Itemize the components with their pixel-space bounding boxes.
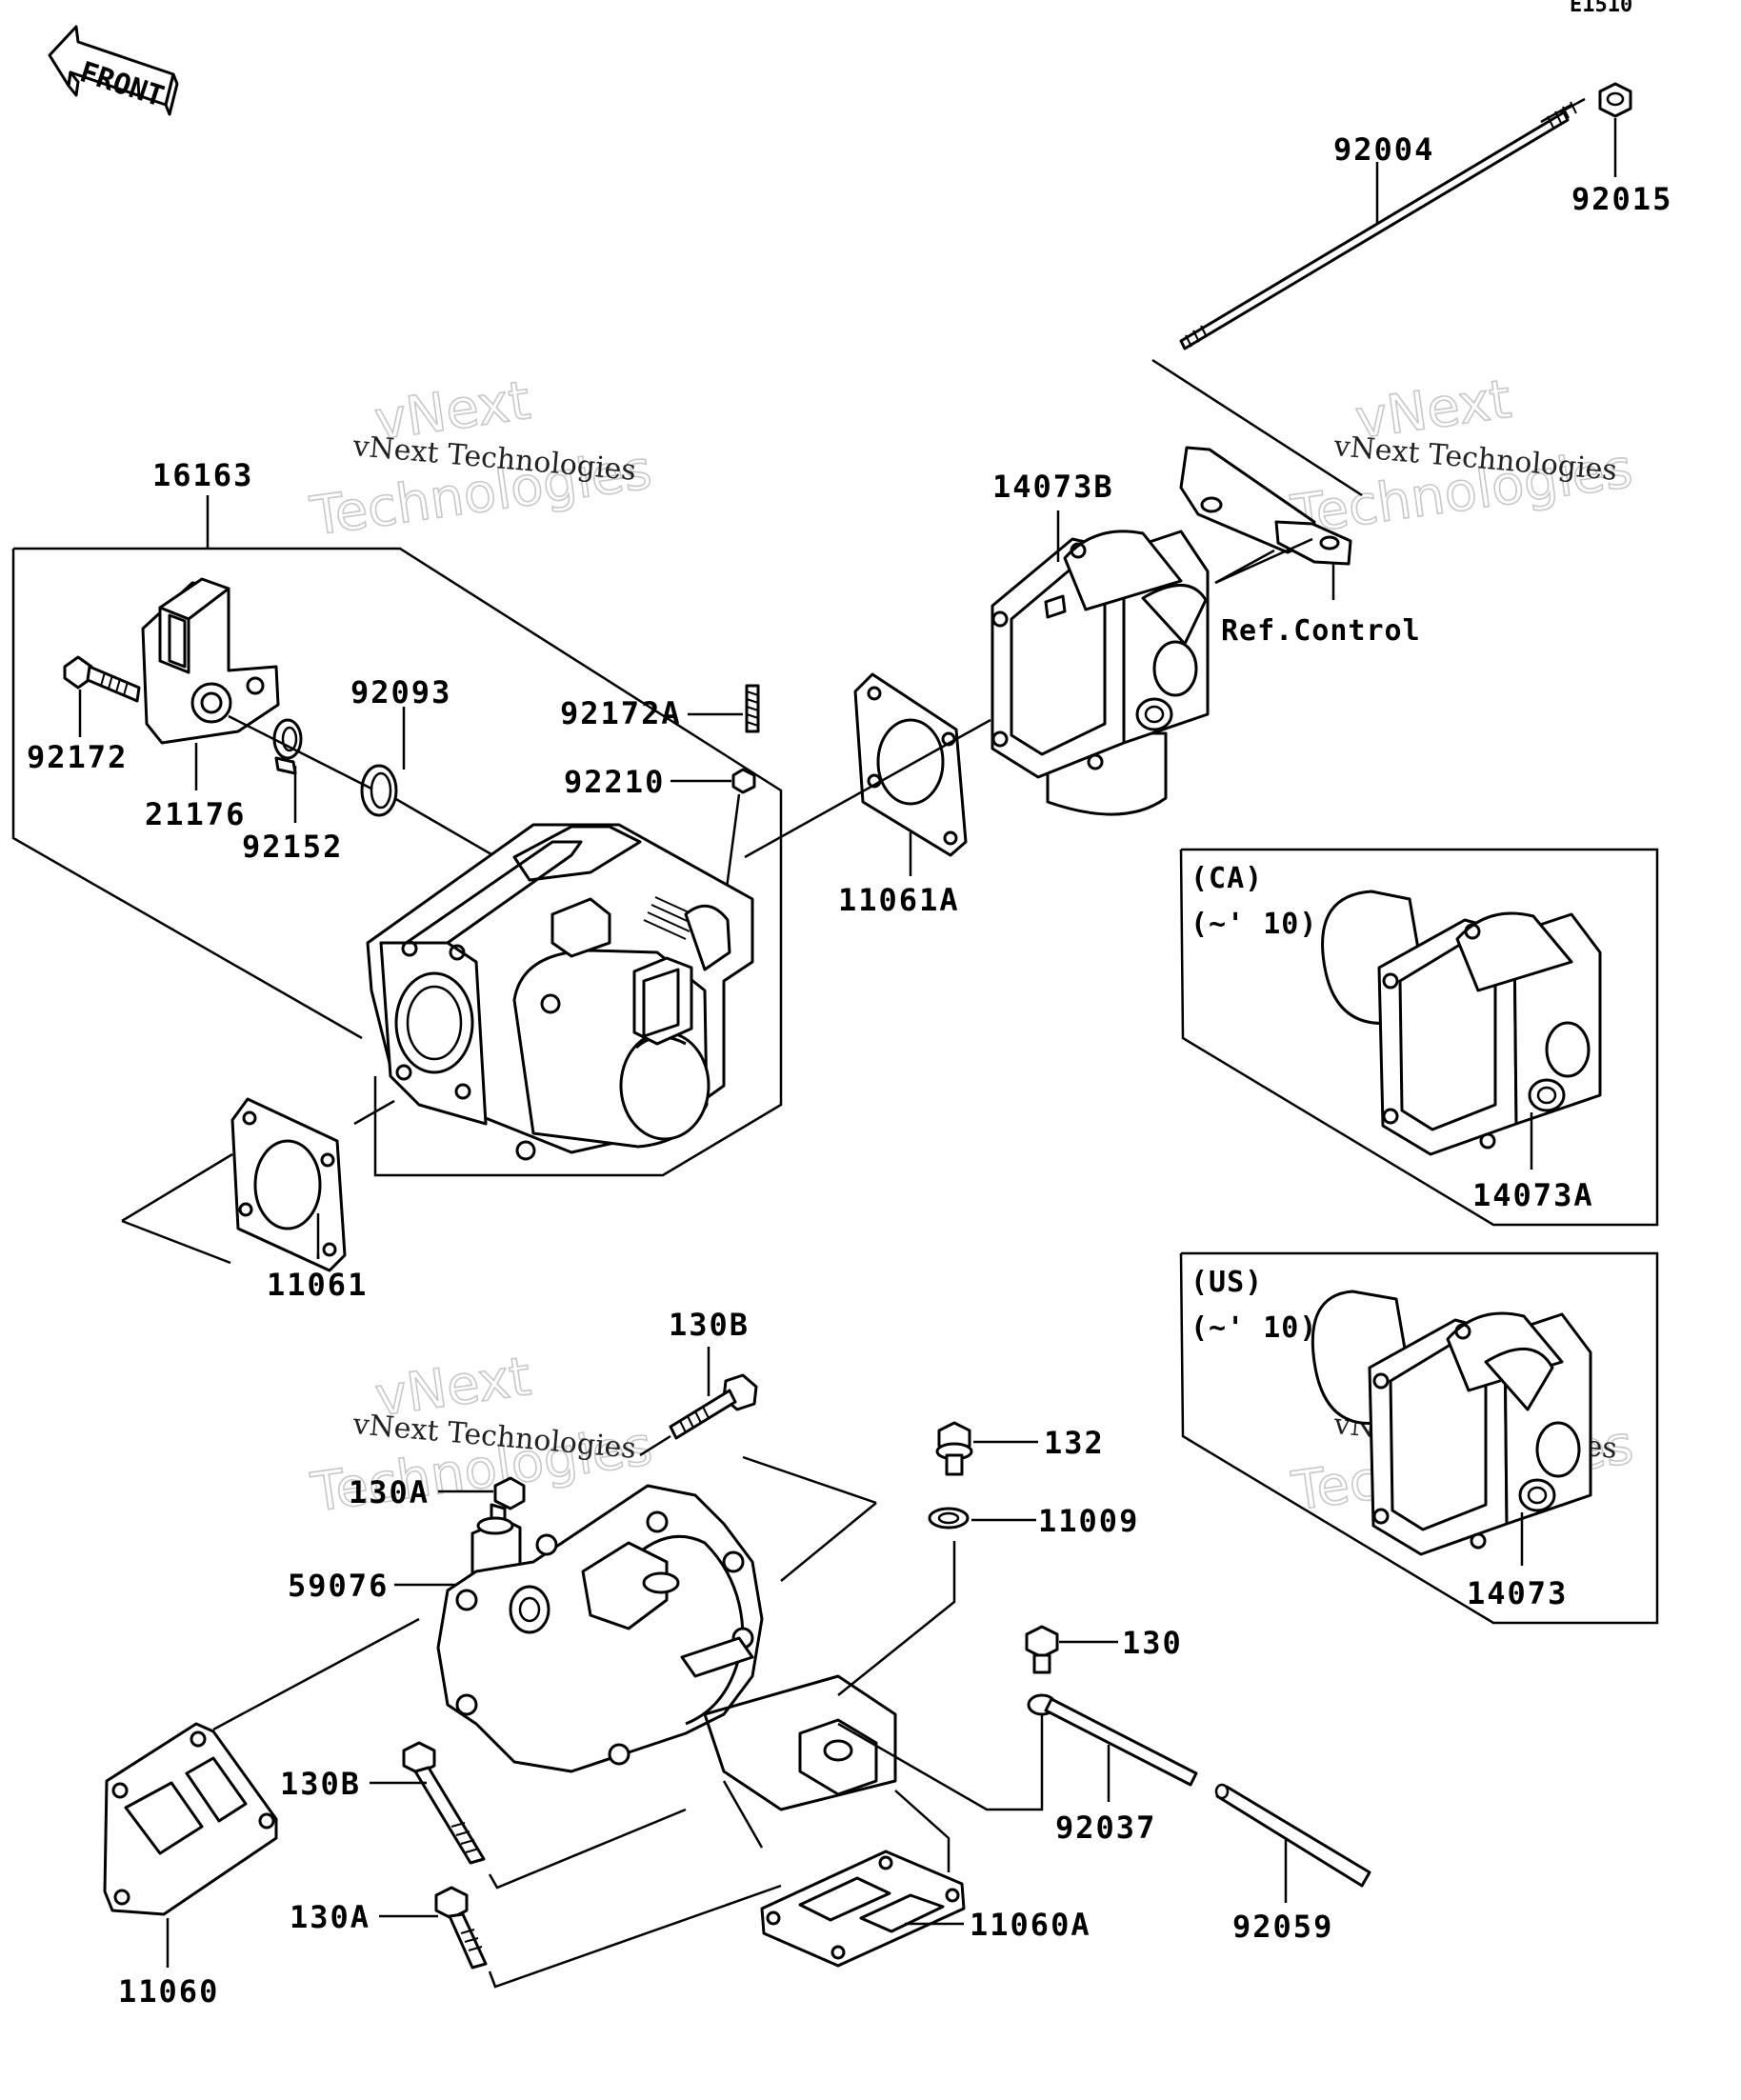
part-11060-gasket bbox=[103, 1722, 278, 1916]
inset-us-box bbox=[1179, 1251, 1659, 1625]
part-92037-strap bbox=[1027, 1693, 1198, 1787]
callout-92152: 92152 bbox=[242, 829, 343, 865]
callout-130: 130 bbox=[1122, 1625, 1183, 1661]
callout-130A-top: 130A bbox=[349, 1474, 430, 1510]
part-14073B-housing bbox=[991, 530, 1210, 816]
part-130B-bolt-top bbox=[669, 1373, 758, 1440]
part-132-bolt bbox=[935, 1421, 973, 1476]
part-14073-housing bbox=[1311, 1290, 1592, 1556]
callout-92210: 92210 bbox=[564, 764, 665, 800]
leader-screw-axis bbox=[724, 793, 741, 896]
callout-130B-top: 130B bbox=[669, 1307, 750, 1343]
leader-housing-bracket bbox=[1214, 549, 1275, 585]
callout-11061A: 11061A bbox=[838, 882, 960, 918]
part-11009-washer bbox=[928, 1507, 970, 1530]
leader-130A-bottom-axis bbox=[488, 1884, 782, 1989]
part-21176-sensor bbox=[141, 577, 280, 745]
control-bracket bbox=[1179, 446, 1352, 566]
leader-lower-left-axis bbox=[722, 1780, 764, 1849]
part-14073A-housing bbox=[1321, 890, 1602, 1156]
leader-11061-line-b bbox=[121, 1219, 231, 1265]
diagram-code: E1510 bbox=[1570, 0, 1632, 17]
callout-16163: 16163 bbox=[152, 457, 253, 493]
leader-stud-bracket bbox=[1151, 358, 1363, 497]
part-130-bolt bbox=[1025, 1625, 1059, 1674]
throttle-body bbox=[366, 823, 754, 1161]
inset-ca-box bbox=[1179, 848, 1659, 1227]
inset-ca-years: (~' 10) bbox=[1191, 908, 1317, 941]
group-outline-16163-left bbox=[11, 549, 363, 1040]
part-130B-bolt-bottom bbox=[402, 1741, 486, 1865]
leader-oring-axis bbox=[393, 796, 504, 863]
callout-130B-bottom: 130B bbox=[280, 1766, 361, 1802]
leader-11060-axis bbox=[212, 1617, 420, 1731]
part-92210-nut bbox=[731, 768, 756, 794]
callout-92172: 92172 bbox=[27, 739, 128, 775]
part-11060A-gasket bbox=[760, 1850, 966, 1968]
leader-11061-line-a bbox=[121, 1152, 233, 1223]
leader-sensor-axis bbox=[228, 714, 372, 790]
callout-132: 132 bbox=[1044, 1425, 1105, 1461]
leader-130B-bottom-axis bbox=[488, 1808, 687, 1890]
inset-us-years: (~' 10) bbox=[1191, 1311, 1317, 1345]
leader-assembly-line-top bbox=[744, 718, 991, 859]
callout-11061: 11061 bbox=[267, 1267, 368, 1303]
part-92172-bolt bbox=[63, 655, 141, 703]
leader-130B-line-a bbox=[742, 1455, 877, 1505]
callout-21176: 21176 bbox=[145, 796, 246, 832]
leader-gasket-axis bbox=[353, 1099, 395, 1126]
part-92172A-screw bbox=[745, 684, 760, 733]
callout-92059: 92059 bbox=[1232, 1909, 1333, 1945]
group-outline-16163 bbox=[13, 547, 783, 1177]
callout-11060: 11060 bbox=[118, 1973, 219, 2010]
leader-strap-line bbox=[837, 1714, 1044, 1811]
front-arrow-icon: FRONT bbox=[48, 25, 179, 116]
part-92093-oring bbox=[360, 764, 398, 817]
callout-92015: 92015 bbox=[1571, 181, 1672, 217]
callout-ref-control: Ref.Control bbox=[1221, 614, 1421, 648]
part-92015-nut bbox=[1598, 82, 1632, 118]
callout-92172A: 92172A bbox=[560, 695, 682, 731]
part-130A-bolt-bottom bbox=[434, 1886, 488, 1970]
callout-92093: 92093 bbox=[350, 674, 451, 710]
leader-11060A-axis bbox=[894, 1790, 951, 1872]
callout-92037: 92037 bbox=[1055, 1810, 1156, 1846]
part-92004-stud bbox=[1179, 97, 1586, 350]
callout-130A-bottom: 130A bbox=[290, 1899, 370, 1935]
inset-ca-region: (CA) bbox=[1191, 862, 1263, 895]
inset-us-region: (US) bbox=[1191, 1266, 1263, 1299]
callout-11060A: 11060A bbox=[970, 1907, 1091, 1943]
callout-14073: 14073 bbox=[1467, 1575, 1568, 1611]
callout-59076: 59076 bbox=[288, 1568, 389, 1604]
callout-92004: 92004 bbox=[1333, 131, 1434, 168]
leader-bracket-body bbox=[1214, 537, 1313, 585]
leader-130B-axis bbox=[639, 1434, 671, 1457]
part-11061-gasket bbox=[230, 1097, 347, 1272]
intake-body bbox=[436, 1484, 897, 1811]
part-92059-tube bbox=[1214, 1783, 1371, 1888]
leader-132-line bbox=[837, 1541, 956, 1696]
leader-130B-line-b bbox=[780, 1502, 877, 1582]
callout-11009: 11009 bbox=[1038, 1503, 1139, 1539]
callout-14073B: 14073B bbox=[992, 469, 1114, 505]
callout-14073A: 14073A bbox=[1472, 1177, 1594, 1213]
